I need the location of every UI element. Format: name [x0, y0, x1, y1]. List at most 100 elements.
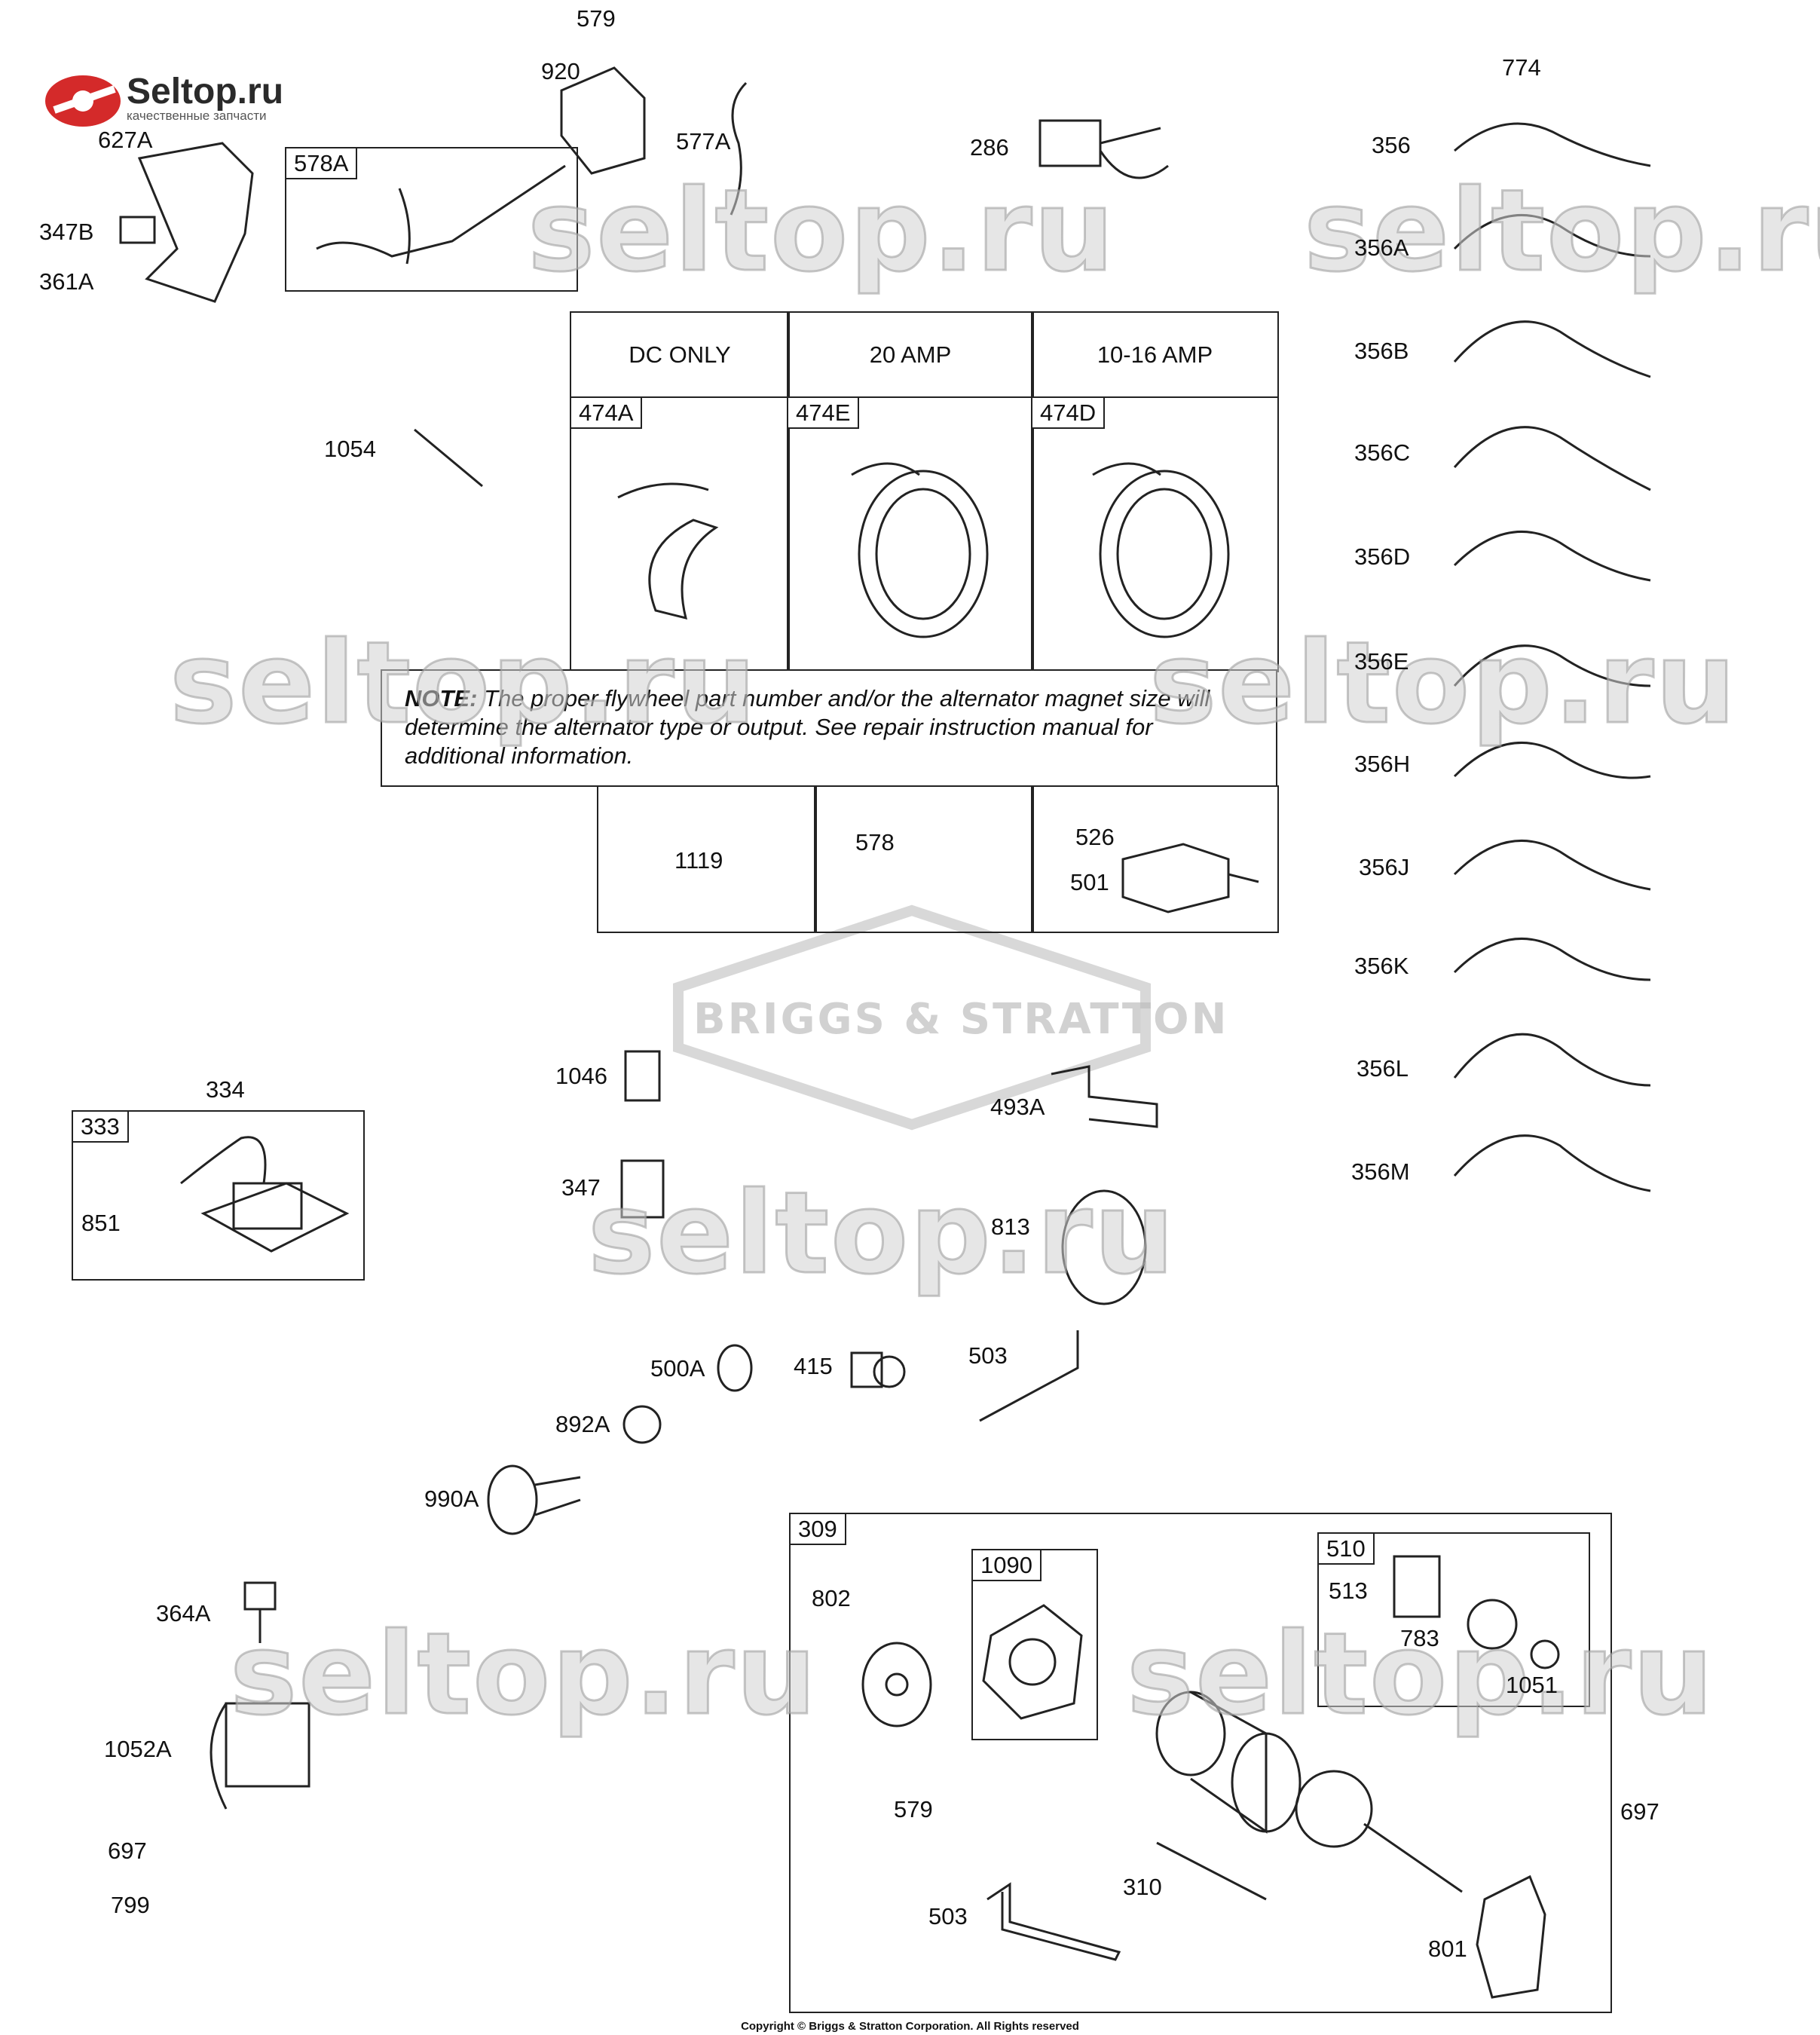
label-356d: 356D: [1354, 543, 1411, 570]
label-356e: 356E: [1354, 648, 1409, 675]
knob-990a-icon: [487, 1464, 581, 1535]
label-347b: 347B: [39, 219, 94, 245]
starter-box-tag: 309: [791, 1514, 846, 1545]
alt-header-dc: DC ONLY: [570, 311, 790, 398]
diode-286-icon: [1038, 119, 1169, 179]
label-364a: 364A: [156, 1600, 211, 1626]
label-774: 774: [1502, 54, 1541, 81]
label-526: 526: [1075, 824, 1115, 850]
note-text: NOTE: The proper flywheel part number an…: [405, 684, 1256, 770]
alt-tag-474a: 474A: [571, 398, 643, 429]
label-415: 415: [794, 1353, 833, 1379]
harness-box: [285, 147, 578, 292]
drive-box-tag: 510: [1319, 1534, 1375, 1565]
ignition-box: [72, 1110, 365, 1281]
alt-header-10-16amp: 10-16 AMP: [1031, 311, 1279, 398]
wire-577a-icon: [730, 81, 748, 216]
label-1052a: 1052A: [104, 1736, 172, 1762]
switch-892a-icon: [622, 1405, 662, 1444]
stator-20amp-icon: [851, 462, 989, 638]
ignition-box-tag: 333: [73, 1112, 129, 1143]
brush-box-tag: 1090: [973, 1550, 1042, 1581]
copyright: Copyright © Briggs & Stratton Corporatio…: [741, 2020, 1079, 2033]
label-799: 799: [111, 1892, 150, 1918]
bracket-627a-icon: [137, 142, 254, 303]
stator-10-16amp-icon: [1092, 462, 1230, 638]
label-356m: 356M: [1351, 1158, 1410, 1185]
watermark: seltop.ru: [1148, 617, 1738, 751]
watermark: seltop.ru: [1302, 165, 1820, 298]
label-697: 697: [108, 1838, 147, 1864]
alt-header-10-16amp-label: 10-16 AMP: [1097, 341, 1213, 368]
label-310: 310: [1123, 1874, 1162, 1900]
label-1054: 1054: [324, 436, 376, 462]
fuse-364a-icon: [243, 1581, 277, 1643]
label-1119: 1119: [674, 847, 723, 874]
label-356c: 356C: [1354, 439, 1411, 466]
reg-cell-1: [597, 785, 817, 933]
label-813: 813: [991, 1213, 1030, 1240]
strap-813-icon: [1061, 1189, 1147, 1305]
watermark: seltop.ru: [228, 1608, 818, 1742]
label-503: 503: [968, 1342, 1008, 1369]
solenoid-1052a-icon: [210, 1702, 310, 1810]
label-1051: 1051: [1506, 1672, 1558, 1698]
note-box: NOTE: The proper flywheel part number an…: [381, 669, 1277, 787]
label-697-right: 697: [1620, 1798, 1659, 1825]
briggs-stratton-diamond-icon: [673, 904, 1151, 1131]
alt-header-20amp-label: 20 AMP: [869, 341, 952, 368]
switch-1046-icon: [624, 1050, 661, 1102]
label-579-starter: 579: [894, 1796, 933, 1822]
starter-box: [789, 1513, 1612, 2013]
label-361a: 361A: [39, 268, 94, 295]
label-627a: 627A: [98, 127, 153, 153]
stator-dc-icon: [617, 482, 719, 620]
label-851: 851: [81, 1210, 121, 1236]
switch-347b-icon: [119, 216, 156, 244]
through-bolt-icon: [1156, 1841, 1267, 1901]
harness-box-tag: 578A: [286, 148, 358, 179]
reg-cell-3: [1031, 785, 1279, 933]
label-1046: 1046: [555, 1063, 607, 1089]
washer-500a-icon: [717, 1344, 753, 1392]
label-356j: 356J: [1359, 854, 1410, 880]
alt-tag-474d: 474D: [1032, 398, 1106, 429]
label-356h: 356H: [1354, 751, 1411, 777]
label-802: 802: [812, 1585, 851, 1611]
label-579: 579: [577, 5, 616, 32]
regulator-icon: [1121, 843, 1259, 913]
logo-text: Seltop.ru: [127, 72, 284, 112]
watermark: seltop.ru: [526, 165, 1116, 298]
starter-housing-icon: [1155, 1691, 1302, 1834]
note-label: NOTE:: [405, 685, 478, 711]
label-801: 801: [1428, 1936, 1467, 1962]
switch-415-icon: [850, 1351, 906, 1388]
label-990a: 990A: [424, 1486, 479, 1512]
armature-icon: [1295, 1770, 1463, 1893]
label-783: 783: [1400, 1625, 1439, 1651]
label-356b: 356B: [1354, 338, 1409, 364]
watermark: seltop.ru: [168, 617, 758, 751]
wire-harness-column-icon: [1453, 122, 1651, 1192]
ignition-coil-icon: [180, 1136, 350, 1253]
brush-box: [971, 1549, 1098, 1740]
label-347: 347: [561, 1174, 601, 1201]
label-500a: 500A: [650, 1355, 705, 1382]
alt-header-dc-label: DC ONLY: [629, 341, 731, 368]
label-503-starter: 503: [928, 1903, 968, 1929]
watermark: seltop.ru: [586, 1167, 1176, 1301]
brush-holder-icon: [982, 1604, 1083, 1720]
label-920: 920: [541, 58, 580, 84]
reg-cell-2: [814, 785, 1034, 933]
label-892a: 892A: [555, 1411, 610, 1437]
label-356a: 356A: [1354, 234, 1409, 261]
bracket-493a-icon: [1051, 1065, 1158, 1128]
seltop-logo-icon: [45, 75, 121, 127]
label-356: 356: [1372, 132, 1411, 158]
drive-box: [1317, 1532, 1590, 1707]
manufacturer-mark: BRIGGS & STRATTON: [693, 995, 1229, 1044]
alt-tag-474e: 474E: [788, 398, 860, 429]
label-286: 286: [970, 134, 1009, 161]
bracket-503-icon: [986, 1882, 1121, 1961]
